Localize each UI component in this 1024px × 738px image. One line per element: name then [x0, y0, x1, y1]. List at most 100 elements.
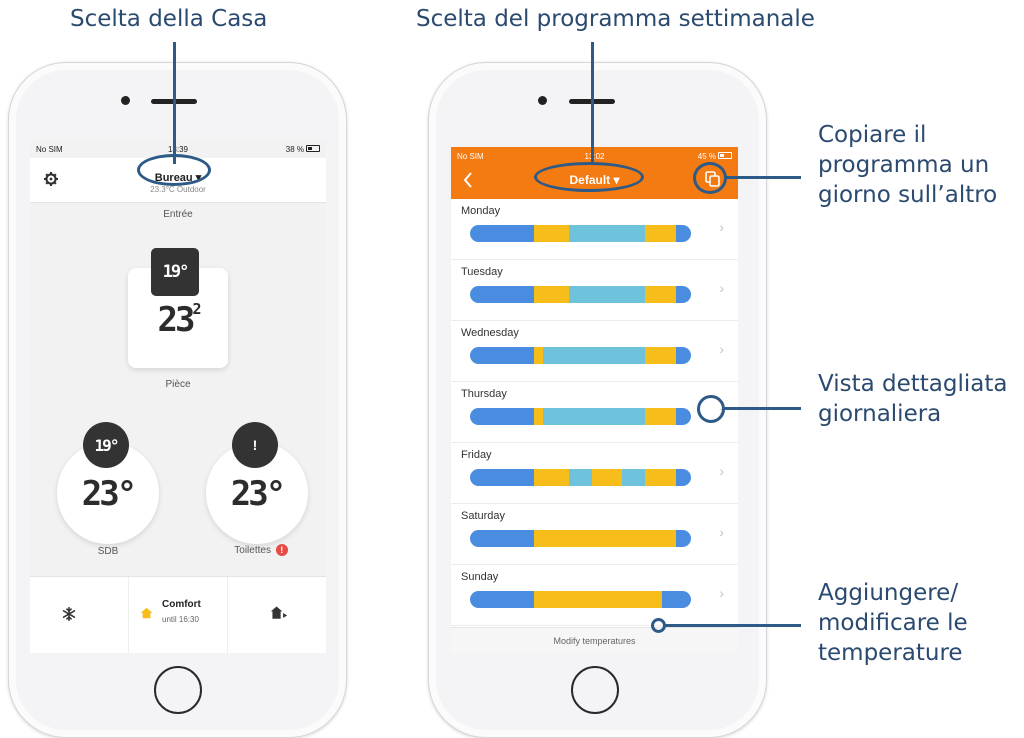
home-button[interactable]	[571, 666, 619, 714]
schedule-segment-eco	[542, 347, 645, 364]
clock-label: 13:39	[167, 145, 189, 154]
day-name: Monday	[461, 205, 501, 217]
schedule-segment-frost	[675, 408, 691, 425]
carrier-label: No SIM	[36, 145, 63, 154]
callout-line-modify	[664, 624, 801, 627]
temperature-value: 23	[157, 300, 196, 340]
day-schedule-bar	[470, 530, 691, 547]
day-name: Saturday	[461, 510, 506, 522]
battery-icon	[306, 145, 320, 152]
schedule-segment-eco	[569, 225, 645, 242]
schedule-segment-comfort	[534, 469, 570, 486]
schedule-segment-comfort	[644, 286, 676, 303]
day-name: Sunday	[461, 571, 499, 583]
day-name: Wednesday	[461, 327, 519, 339]
setpoint-badge-sdb: 19°	[83, 422, 129, 468]
schedule-segment-comfort	[644, 408, 676, 425]
callout-ring-copy	[693, 162, 727, 194]
annotation-daily-detail: Vista dettagliata giornaliera	[818, 369, 1008, 429]
day-schedule-bar	[470, 469, 691, 486]
home-screen: No SIM 13:39 38 % Bureau ▾ 23.3°C Outdoo…	[30, 140, 326, 653]
away-house-icon[interactable]	[270, 605, 288, 621]
status-bar: No SIM 13:39 38 %	[30, 140, 326, 158]
annotation-line: modificare le	[818, 610, 968, 636]
schedule-segment-comfort	[644, 225, 676, 242]
schedule-segment-comfort	[644, 469, 676, 486]
schedule-segment-frost	[662, 591, 691, 608]
annotation-line: giornaliera	[818, 401, 942, 427]
day-row-wednesday[interactable]: Wednesday ›	[451, 321, 738, 382]
snowflake-icon[interactable]	[62, 607, 76, 621]
temperature-toilettes: 23°	[206, 474, 308, 514]
schedule-segment-frost	[470, 530, 535, 547]
annotation-home-choice: Scelta della Casa	[70, 6, 268, 32]
alert-icon: !	[275, 544, 288, 556]
callout-line-detail	[723, 407, 801, 410]
setpoint-value: 19°	[162, 262, 190, 282]
chevron-right-icon[interactable]: ›	[719, 524, 724, 540]
chevron-right-icon[interactable]: ›	[719, 219, 724, 235]
chevron-right-icon[interactable]: ›	[719, 463, 724, 479]
room-label-toilettes: Toilettes !	[206, 544, 316, 556]
front-camera	[538, 96, 547, 105]
warning-badge-toilettes: !	[232, 422, 278, 468]
room-name-entree: Entrée	[163, 209, 193, 220]
day-row-saturday[interactable]: Saturday ›	[451, 504, 738, 565]
annotation-line: Vista dettagliata	[818, 371, 1008, 397]
clock-label: 13:02	[584, 152, 605, 161]
chevron-left-icon[interactable]	[463, 172, 473, 188]
room-name: Toilettes	[234, 545, 271, 556]
chevron-right-icon[interactable]: ›	[719, 280, 724, 296]
callout-ring-program	[534, 162, 644, 192]
annotation-weekly-program: Scelta del programma settimanale	[416, 6, 815, 32]
room-label-piece: Pièce	[165, 379, 191, 390]
comfort-mode-button[interactable]: Comfort until 16:30	[140, 599, 220, 633]
schedule-segment-comfort	[644, 347, 676, 364]
temperature-value: 23°	[230, 474, 286, 514]
outdoor-temperature: 23.3°C Outdoor	[150, 185, 206, 194]
mode-footer: Comfort until 16:30	[30, 576, 326, 653]
schedule-segment-frost	[675, 530, 691, 547]
schedule-segment-frost	[470, 225, 535, 242]
battery-label: 38 %	[285, 145, 304, 154]
temperature-sdb: 23°	[57, 474, 159, 514]
schedule-segment-eco	[569, 286, 645, 303]
gear-icon[interactable]	[44, 172, 58, 186]
footer-divider	[128, 577, 129, 653]
schedule-segment-frost	[470, 469, 535, 486]
schedule-segment-frost	[470, 408, 535, 425]
battery-label: 45 %	[697, 152, 716, 161]
day-row-sunday[interactable]: Sunday ›	[451, 565, 738, 626]
day-schedule-list: Monday›Tuesday›Wednesday›Thursday›Friday…	[451, 199, 738, 629]
day-schedule-bar	[470, 225, 691, 242]
day-row-monday[interactable]: Monday ›	[451, 199, 738, 260]
front-camera	[121, 96, 130, 105]
annotation-line: Aggiungere/	[818, 580, 959, 606]
schedule-segment-eco	[622, 469, 645, 486]
setpoint-value: 19°	[94, 435, 120, 455]
modify-temperatures-link[interactable]: Modify temperatures	[553, 636, 636, 646]
callout-ring-modify	[651, 618, 666, 633]
annotation-line: Copiare il	[818, 122, 927, 148]
schedule-segment-comfort	[534, 225, 570, 242]
chevron-right-icon[interactable]: ›	[719, 585, 724, 601]
day-name: Tuesday	[461, 266, 503, 278]
home-button[interactable]	[154, 666, 202, 714]
schedule-segment-frost	[675, 469, 691, 486]
day-row-thursday[interactable]: Thursday›	[451, 382, 738, 443]
schedule-segment-frost	[470, 347, 535, 364]
day-row-tuesday[interactable]: Tuesday ›	[451, 260, 738, 321]
schedule-segment-comfort	[534, 530, 676, 547]
day-schedule-bar	[470, 408, 691, 425]
schedule-segment-eco	[569, 469, 592, 486]
schedule-screen: No SIM 13:02 45 % Default ▾ Monday›Tuesd…	[451, 147, 738, 653]
day-row-friday[interactable]: Friday ›	[451, 443, 738, 504]
day-name: Thursday	[461, 388, 507, 400]
schedule-segment-frost	[470, 286, 535, 303]
schedule-segment-comfort	[534, 591, 663, 608]
chevron-right-icon[interactable]: ›	[719, 341, 724, 357]
day-name: Friday	[461, 449, 492, 461]
schedule-segment-frost	[675, 347, 691, 364]
callout-line-home	[173, 42, 176, 164]
annotation-line: giorno sull’altro	[818, 182, 998, 208]
